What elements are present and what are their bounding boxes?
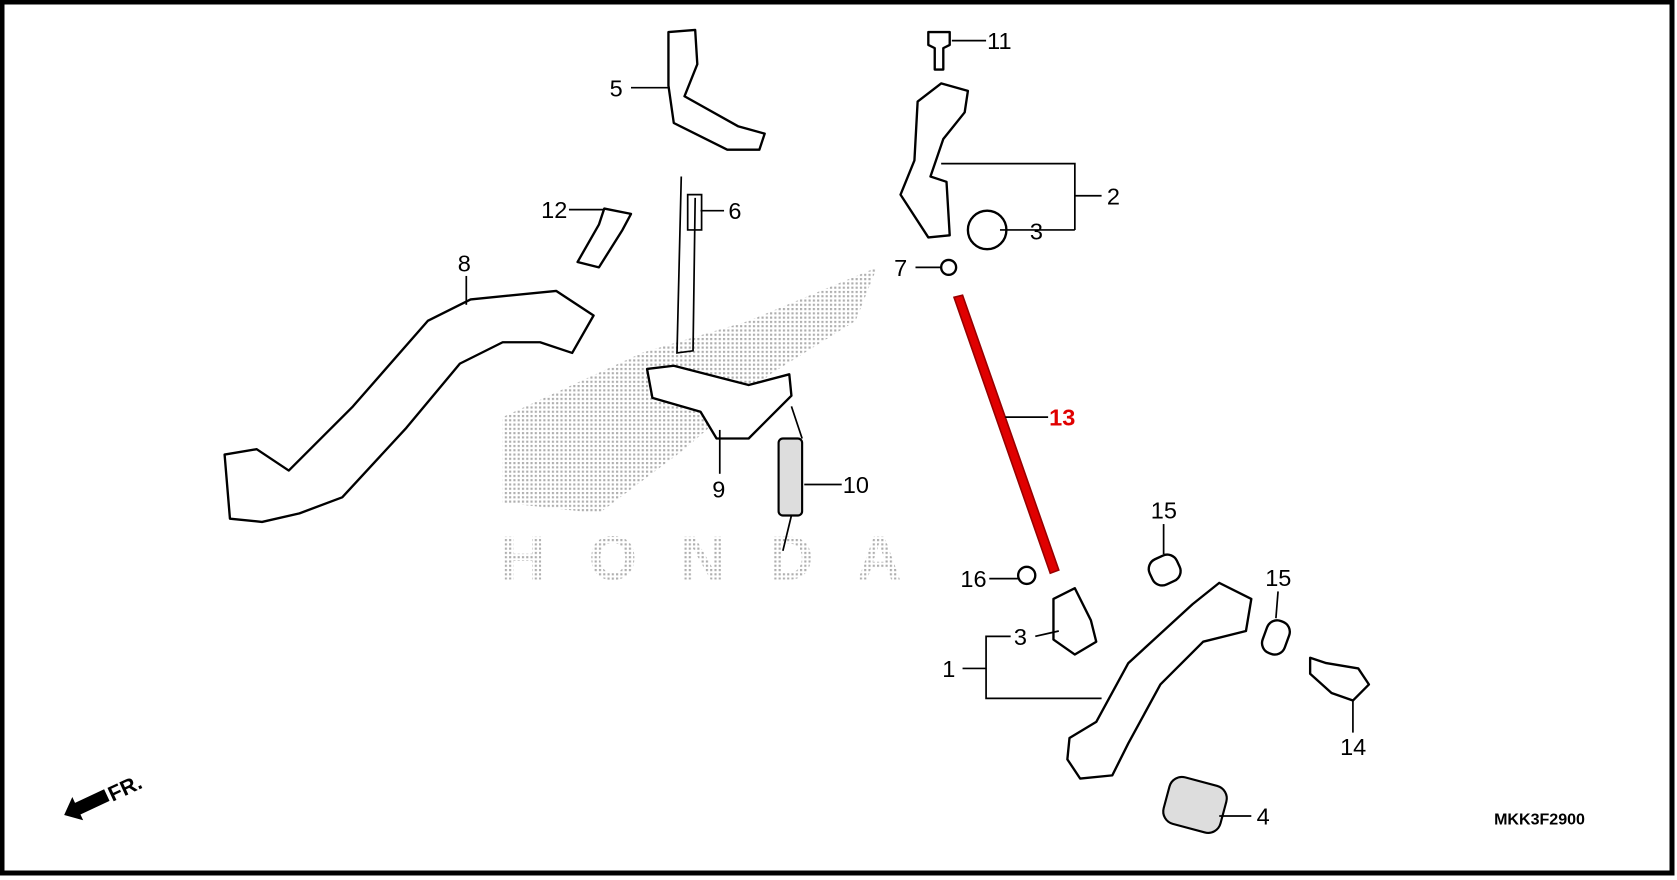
stopper-arm-9-part[interactable]: [645, 364, 793, 440]
leader-lines: [465, 39, 1354, 817]
callout-8[interactable]: 8: [458, 251, 471, 277]
callout-3-upper[interactable]: 3: [1030, 219, 1043, 245]
joint-3-lower-part[interactable]: [1052, 587, 1098, 656]
spring-10-hook: [782, 406, 803, 551]
callout-9[interactable]: 9: [712, 476, 725, 502]
callout-14[interactable]: 14: [1340, 734, 1366, 760]
diagram-code: MKK3F2900: [1494, 811, 1585, 829]
callout-7[interactable]: 7: [894, 255, 907, 281]
washer-15b-part[interactable]: [1259, 617, 1293, 657]
pivot-bolt-14-part[interactable]: [1308, 656, 1371, 702]
spring-10-part[interactable]: [777, 437, 804, 517]
shift-arm-2-part[interactable]: [899, 82, 970, 239]
brake-pedal-part[interactable]: [223, 289, 595, 524]
callout-12[interactable]: 12: [541, 197, 567, 223]
shift-pedal-1-part[interactable]: [1066, 581, 1253, 780]
bolt-11-part[interactable]: [927, 30, 951, 71]
callout-10[interactable]: 10: [843, 472, 869, 498]
front-arrow-icon: [64, 789, 110, 821]
callout-15-a[interactable]: 15: [1151, 498, 1177, 524]
callout-13-highlighted[interactable]: 13: [1049, 405, 1075, 431]
callout-6[interactable]: 6: [728, 198, 741, 224]
spring-6-part[interactable]: [676, 176, 703, 354]
callout-4[interactable]: 4: [1257, 804, 1270, 830]
bolt-12-part[interactable]: [576, 207, 633, 269]
callout-16[interactable]: 16: [960, 566, 986, 592]
arm-5-part[interactable]: [667, 28, 766, 151]
callout-1[interactable]: 1: [942, 656, 955, 682]
callout-15-b[interactable]: 15: [1265, 565, 1291, 591]
pedal-rubber-4-part[interactable]: [1160, 774, 1229, 836]
callout-3-lower[interactable]: 3: [1014, 624, 1027, 650]
washer-15a-part[interactable]: [1145, 551, 1184, 589]
callout-5[interactable]: 5: [610, 75, 623, 101]
callout-11[interactable]: 11: [987, 28, 1011, 54]
nut-7-part[interactable]: [939, 258, 958, 277]
nut-16-part[interactable]: [1016, 565, 1037, 586]
tie-rod-13-part[interactable]: [952, 294, 1060, 575]
callout-2[interactable]: 2: [1107, 183, 1120, 209]
